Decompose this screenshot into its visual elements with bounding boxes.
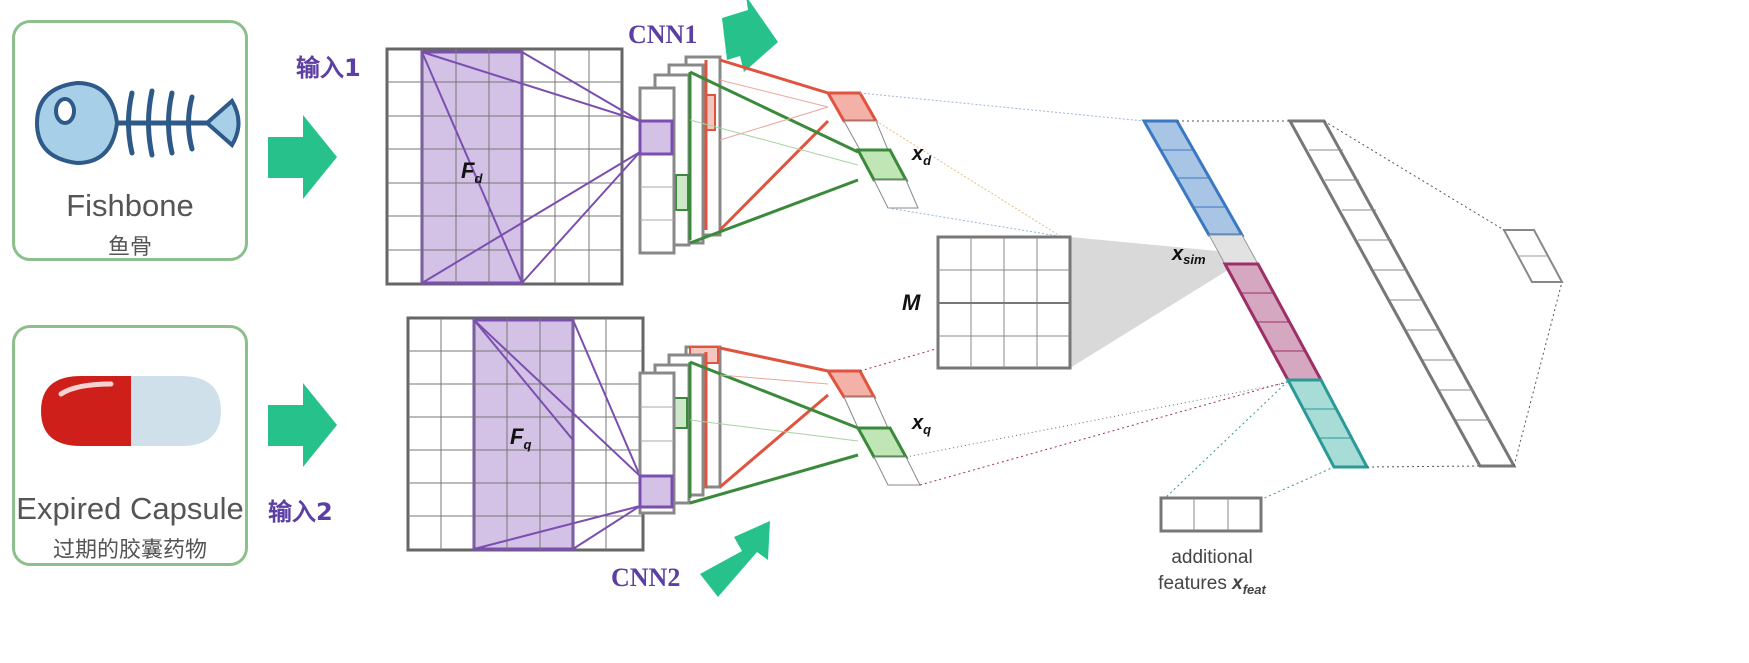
capsule-icon [41,376,221,446]
additional-line2-wrap: features xfeat [1148,571,1276,603]
input-card-fishbone: Fishbone 鱼骨 [12,20,248,261]
arrow-right-icon [268,115,337,199]
cnn2-label: CNN2 [611,563,681,592]
xd-label: xd [911,143,932,168]
additional-line1: additional [1171,547,1253,568]
xq-label: xq [911,412,931,437]
xsim-label: xsim [1171,243,1206,267]
arrow-right-icon [722,0,778,72]
vector-xd [825,91,919,209]
additional-line2: features [1158,573,1227,594]
additional-features-caption: additional features xfeat [1148,545,1276,603]
conv-layers-2 [638,345,722,515]
join-vector [1141,119,1370,469]
cnn1-label: CNN1 [628,20,698,49]
arrow-right-icon [700,521,770,597]
fishbone-subtitle: 鱼骨 [107,235,152,260]
conv-connections-2 [689,346,859,505]
matrix-m [936,235,1228,370]
fd-label: Fd [461,158,483,186]
fq-label: Fq [510,424,531,452]
capsule-title: Expired Capsule [16,491,244,526]
xfeat-symbol: x [1232,573,1243,594]
additional-features-vector [1159,496,1263,533]
feature-map-1 [385,47,641,286]
conv-connections-1 [689,58,859,245]
dense-connections [1162,120,1563,501]
fishbone-icon [34,80,241,166]
conv-layers-1 [638,55,722,255]
arrow-right-icon [268,383,337,467]
input1-label: 输入1 [296,54,361,82]
vector-xq [825,369,921,486]
matrix-m-label: M [902,290,921,315]
xfeat-subscript: feat [1242,581,1266,597]
output-layer [1502,229,1564,283]
feature-map-2 [406,316,645,552]
input-card-capsule: Expired Capsule 过期的胶囊药物 [12,325,248,566]
fishbone-title: Fishbone [66,188,194,223]
capsule-subtitle: 过期的胶囊药物 [52,538,207,563]
input2-label: 输入2 [268,498,333,526]
